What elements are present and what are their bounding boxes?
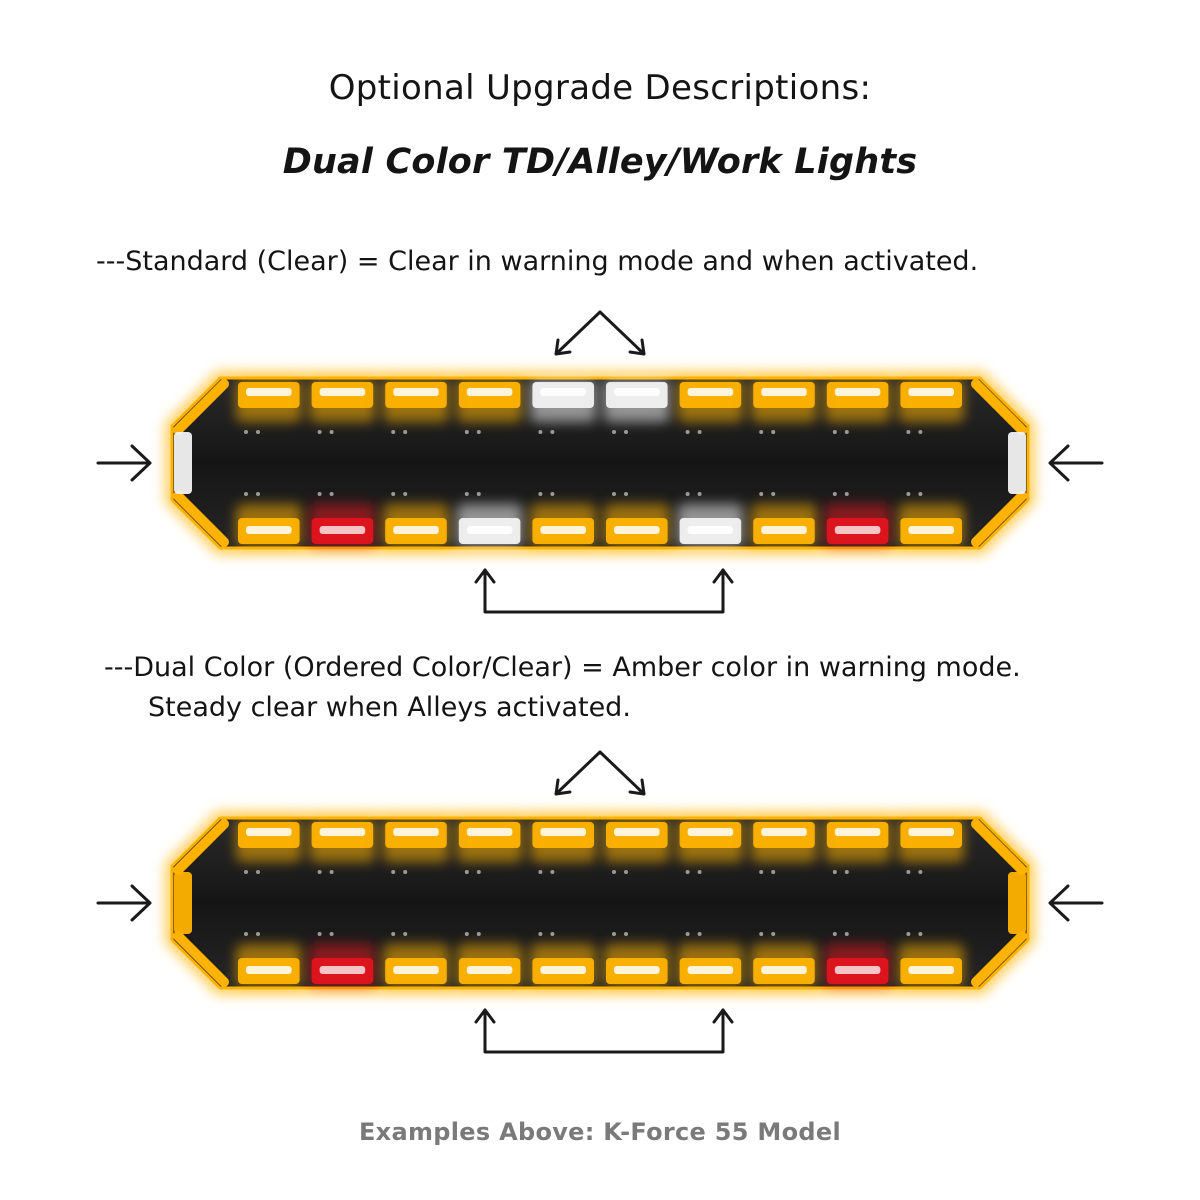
bottom-module-amber [751,944,817,986]
bottom-module-amber [677,944,744,986]
bottom-module-amber [530,944,596,986]
bottom-module-amber [898,944,964,986]
lightbar-dual-color-diagram [96,750,1104,1054]
top-module-amber [383,380,449,422]
top-module-amber [456,380,523,422]
right-arrow-icon [1048,884,1104,922]
top-module-amber [604,820,670,862]
bottom-module-red [309,504,376,546]
dual-color-description-line1: ---Dual Color (Ordered Color/Clear) = Am… [104,652,1021,683]
right-alley-light [1008,872,1026,934]
bottom-module-amber [751,504,817,546]
bottom-module-amber [898,504,964,546]
takedown-arrows-icon [554,310,646,356]
bottom-module-clear [456,504,523,546]
work-light-arrows-icon [474,1008,734,1054]
bottom-module-red [824,944,891,986]
left-alley-light [174,432,192,494]
top-module-amber [898,380,964,422]
standard-description: ---Standard (Clear) = Clear in warning m… [96,246,979,277]
bottom-module-red [309,944,376,986]
bottom-module-amber [530,504,596,546]
left-arrow-icon [96,444,152,482]
top-module-amber [236,380,302,422]
left-arrow-icon [96,884,152,922]
top-module-amber [824,380,891,422]
lightbar-standard-diagram [96,310,1104,614]
top-module-amber [751,820,817,862]
top-module-amber [236,820,302,862]
bottom-module-amber [236,944,302,986]
top-module-amber [677,380,744,422]
top-module-clear [604,380,670,422]
right-alley-light [1008,432,1026,494]
bottom-module-red [824,504,891,546]
bottom-module-amber [236,504,302,546]
bottom-module-amber [604,944,670,986]
model-caption: Examples Above: K-Force 55 Model [358,1118,841,1146]
left-alley-light [174,872,192,934]
work-light-arrows-icon [474,568,734,614]
page-title: Optional Upgrade Descriptions: [328,68,872,108]
right-arrow-icon [1048,444,1104,482]
bottom-module-amber [383,504,449,546]
top-module-amber [824,820,891,862]
top-module-amber [751,380,817,422]
top-module-amber [456,820,523,862]
top-module-clear [530,380,596,422]
bottom-module-clear [677,504,744,546]
takedown-arrows-icon [554,750,646,796]
top-module-amber [898,820,964,862]
bottom-module-amber [383,944,449,986]
dual-color-description-line2: Steady clear when Alleys activated. [148,692,631,723]
top-module-amber [677,820,744,862]
page-subtitle: Dual Color TD/Alley/Work Lights [282,142,918,182]
top-module-amber [309,380,376,422]
top-module-amber [309,820,376,862]
bottom-module-amber [456,944,523,986]
bottom-module-amber [604,504,670,546]
top-module-amber [383,820,449,862]
top-module-amber [530,820,596,862]
